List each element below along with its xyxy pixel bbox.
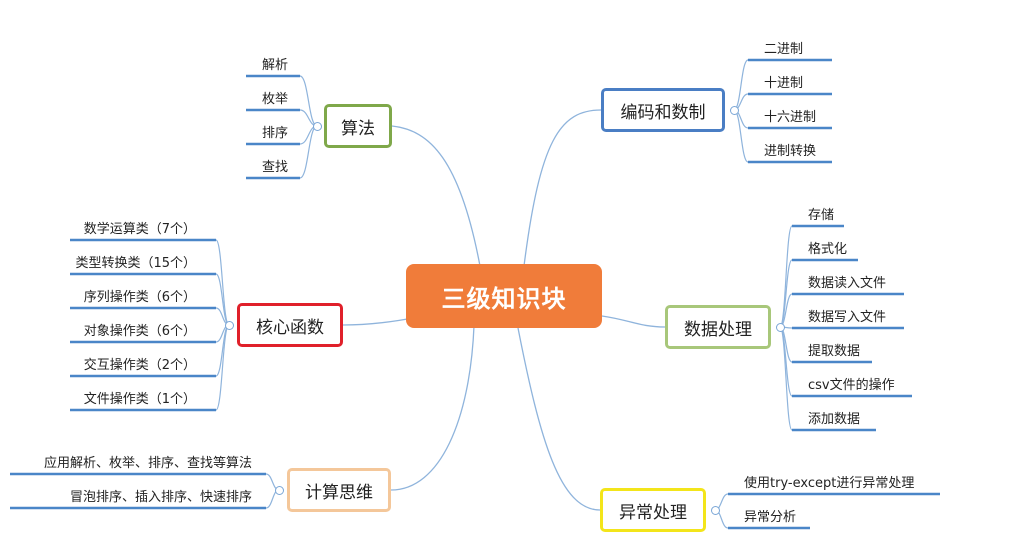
core-functions-fan-0 — [215, 239, 230, 326]
branch-data-processing[interactable]: 数据处理 — [665, 305, 771, 349]
link-computational-thinking — [390, 325, 475, 491]
branch-computational-thinking[interactable]: 计算思维 — [287, 468, 391, 512]
link-exception-handling — [517, 327, 601, 511]
encoding-collapse-toggle[interactable] — [729, 105, 739, 115]
leaf-data-processing-6[interactable]: 添加数据 — [808, 412, 861, 427]
branch-algorithm[interactable]: 算法 — [324, 104, 392, 148]
leaf-data-processing-5[interactable]: csv文件的操作 — [808, 378, 895, 393]
leaf-encoding-0[interactable]: 二进制 — [764, 42, 804, 57]
leaf-core-functions-5[interactable]: 文件操作类（1个） — [83, 392, 196, 407]
computational-thinking-collapse-toggle[interactable] — [274, 485, 284, 495]
leaf-encoding-1[interactable]: 十进制 — [764, 76, 804, 91]
data-processing-collapse-toggle[interactable] — [775, 322, 785, 332]
link-encoding — [523, 109, 602, 267]
leaf-exception-0[interactable]: 使用try-except进行异常处理 — [744, 476, 915, 491]
leaf-core-functions-3[interactable]: 对象操作类（6个） — [83, 324, 196, 339]
branch-core-functions[interactable]: 核心函数 — [237, 303, 343, 347]
leaf-core-functions-1[interactable]: 类型转换类（15个） — [75, 256, 196, 271]
algorithm-collapse-toggle[interactable] — [312, 121, 322, 131]
branch-encoding[interactable]: 编码和数制 — [601, 88, 725, 132]
leaf-data-processing-3[interactable]: 数据写入文件 — [808, 310, 887, 325]
leaf-core-functions-4[interactable]: 交互操作类（2个） — [83, 358, 196, 373]
leaf-computational-thinking-0[interactable]: 应用解析、枚举、排序、查找等算法 — [43, 456, 252, 471]
leaf-exception-1[interactable]: 异常分析 — [744, 510, 797, 525]
leaf-algorithm-0[interactable]: 解析 — [261, 58, 288, 73]
leaf-data-processing-4[interactable]: 提取数据 — [808, 344, 861, 359]
leaf-algorithm-1[interactable]: 枚举 — [261, 92, 288, 107]
leaf-encoding-3[interactable]: 进制转换 — [764, 144, 817, 159]
leaf-computational-thinking-1[interactable]: 冒泡排序、插入排序、快速排序 — [69, 490, 252, 505]
leaf-data-processing-2[interactable]: 数据读入文件 — [808, 276, 887, 291]
branch-exception-handling[interactable]: 异常处理 — [600, 488, 706, 532]
exception-collapse-toggle[interactable] — [710, 505, 720, 515]
leaf-data-processing-1[interactable]: 格式化 — [808, 242, 848, 257]
core-functions-fan-5 — [215, 324, 230, 411]
leaf-core-functions-0[interactable]: 数学运算类（7个） — [83, 222, 196, 237]
link-data-processing — [601, 315, 666, 328]
core-functions-collapse-toggle[interactable] — [224, 320, 234, 330]
link-algorithm — [391, 125, 481, 267]
leaf-encoding-2[interactable]: 十六进制 — [764, 110, 817, 125]
leaf-core-functions-2[interactable]: 序列操作类（6个） — [83, 290, 196, 305]
leaf-algorithm-3[interactable]: 查找 — [261, 160, 288, 175]
central-topic[interactable]: 三级知识块 — [406, 264, 602, 328]
leaf-algorithm-2[interactable]: 排序 — [261, 126, 288, 141]
leaf-data-processing-0[interactable]: 存储 — [808, 208, 835, 223]
